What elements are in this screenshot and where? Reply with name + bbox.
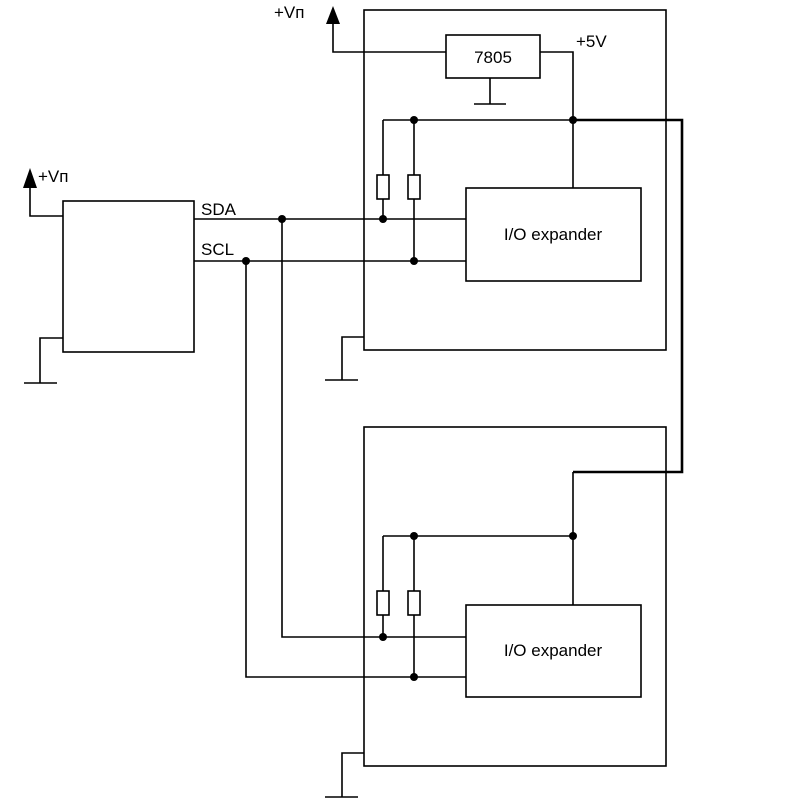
junction-dots (242, 116, 577, 681)
five-volt-link (573, 118, 684, 474)
master-device (62, 200, 195, 353)
vcc-regulator-label: +Vп (274, 3, 304, 22)
top-board-ground (325, 336, 364, 381)
top-pullup-resistor-scl (407, 174, 421, 200)
vcc-regulator-arrow (326, 6, 446, 53)
bottom-io-expander (465, 604, 642, 698)
top-io-expander-label: I/O expander (504, 225, 603, 244)
master-ground (24, 337, 63, 384)
five-volt-label: +5V (576, 32, 607, 51)
top-io-expander (465, 187, 642, 282)
bottom-board-ground (325, 752, 364, 798)
scl-bus-link (245, 261, 466, 678)
bottom-io-expander-label: I/O expander (504, 641, 603, 660)
five-volt-output (540, 51, 574, 188)
vcc-master-arrow (23, 168, 63, 217)
top-pullup-resistor-sda (376, 174, 390, 200)
sda-label: SDA (201, 200, 237, 219)
bottom-board-outline (363, 426, 667, 767)
bottom-pullup-resistor-scl (407, 590, 421, 616)
regulator-label: 7805 (474, 48, 512, 67)
bottom-pullup-resistor-sda (376, 590, 390, 616)
sda-bus-link (281, 219, 466, 638)
regulator-ground (474, 78, 506, 105)
vcc-master-label: +Vп (38, 167, 68, 186)
regulator-7805 (445, 34, 541, 79)
scl-label: SCL (201, 240, 234, 259)
